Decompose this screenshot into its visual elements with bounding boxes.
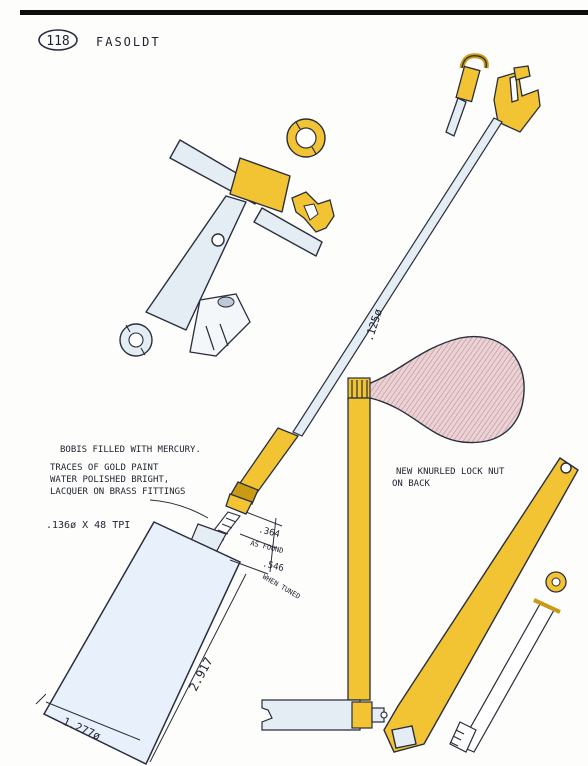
bob-notes: BOBIS FILLED WITH MERCURY. TRACES OF GOL… xyxy=(50,445,201,497)
suspension-hook xyxy=(445,53,489,137)
brass-fork-clamp xyxy=(493,65,541,133)
knurled-lock-nut xyxy=(347,377,371,401)
lock-note-line-1: NEW KNURLED LOCK NUT xyxy=(396,467,505,477)
as-found-label: AS FOUND xyxy=(250,539,285,555)
forked-plate xyxy=(189,293,251,357)
mercury-bob xyxy=(42,521,241,766)
page-title: FASOLDT xyxy=(96,35,161,49)
bob-note-line-3: WATER POLISHED BRIGHT, xyxy=(50,475,169,485)
threaded-pin xyxy=(449,598,561,753)
thread-spec: .136ø X 48 TPI xyxy=(46,520,130,531)
bob-note-line-4: LACQUER ON BRASS FITTINGS xyxy=(50,487,185,497)
when-tuned-label: WHEN TUNED xyxy=(261,573,302,601)
split-ring xyxy=(119,323,153,357)
bob-dimension-lines xyxy=(35,573,247,763)
page-number: 118 xyxy=(46,34,69,49)
stem-dimension-lines xyxy=(149,499,283,575)
slotted-brass-clip xyxy=(291,191,335,233)
page-number-badge: 118 xyxy=(38,29,78,51)
brass-sleeve xyxy=(225,427,300,515)
lock-nut-notes: NEW KNURLED LOCK NUT ON BACK xyxy=(392,467,505,489)
bar-bottom-fitting xyxy=(261,699,388,731)
brass-bushing-ring xyxy=(286,118,326,158)
bob-note-line-1: BOBIS FILLED WITH MERCURY. xyxy=(60,445,201,455)
pendulum-rod xyxy=(292,117,503,437)
red-pear-bob xyxy=(367,335,525,444)
lock-note-line-2: ON BACK xyxy=(392,479,431,489)
suspension-bracket xyxy=(145,139,323,331)
small-washer xyxy=(545,571,567,593)
bob-note-line-2: TRACES OF GOLD PAINT xyxy=(50,463,159,473)
vertical-brass-bar xyxy=(347,397,371,701)
scan-edge xyxy=(20,10,588,15)
as-found-value: .364 xyxy=(257,525,280,540)
brass-lever-arm xyxy=(383,457,579,753)
